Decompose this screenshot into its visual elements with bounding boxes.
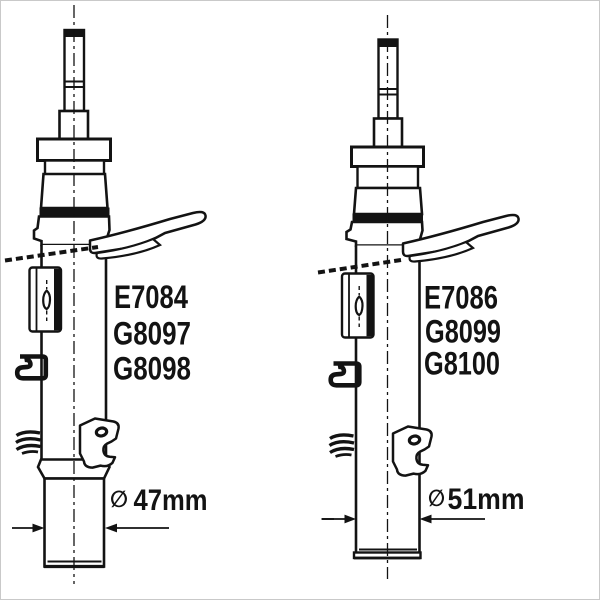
diameter-symbol: ∅ <box>110 487 128 513</box>
diameter-dimension <box>321 514 485 524</box>
part-number-label: E7084 <box>114 279 188 315</box>
seal-band <box>39 207 110 217</box>
arrowhead-right <box>32 523 45 533</box>
diameter-value: 51mm <box>448 483 525 516</box>
knuckle-bracket <box>78 416 121 470</box>
part-number-label: G8098 <box>113 351 191 387</box>
mount-bracket <box>28 266 63 333</box>
part-number-label: G8099 <box>425 314 501 350</box>
diameter-dimension <box>12 523 169 533</box>
arrowhead-left <box>105 523 117 533</box>
part-number-label: E7086 <box>424 280 498 316</box>
arrowhead-left <box>419 514 432 524</box>
right-strut: E7086 G8099 G8100 ∅ 51mm <box>317 15 525 579</box>
diameter-value: 47mm <box>134 484 208 517</box>
coil-detail <box>327 433 356 459</box>
part-number-label: G8097 <box>113 316 191 352</box>
coil-detail <box>14 430 43 456</box>
left-strut: E7084 G8097 G8098 ∅ 47mm <box>4 5 208 584</box>
seat-edge-strip <box>4 245 99 263</box>
mount-bracket <box>340 272 375 339</box>
diameter-symbol: ∅ <box>428 486 445 512</box>
arrowhead-right <box>344 514 356 524</box>
knuckle-bracket <box>391 424 434 478</box>
part-number-label: G8100 <box>424 346 500 382</box>
